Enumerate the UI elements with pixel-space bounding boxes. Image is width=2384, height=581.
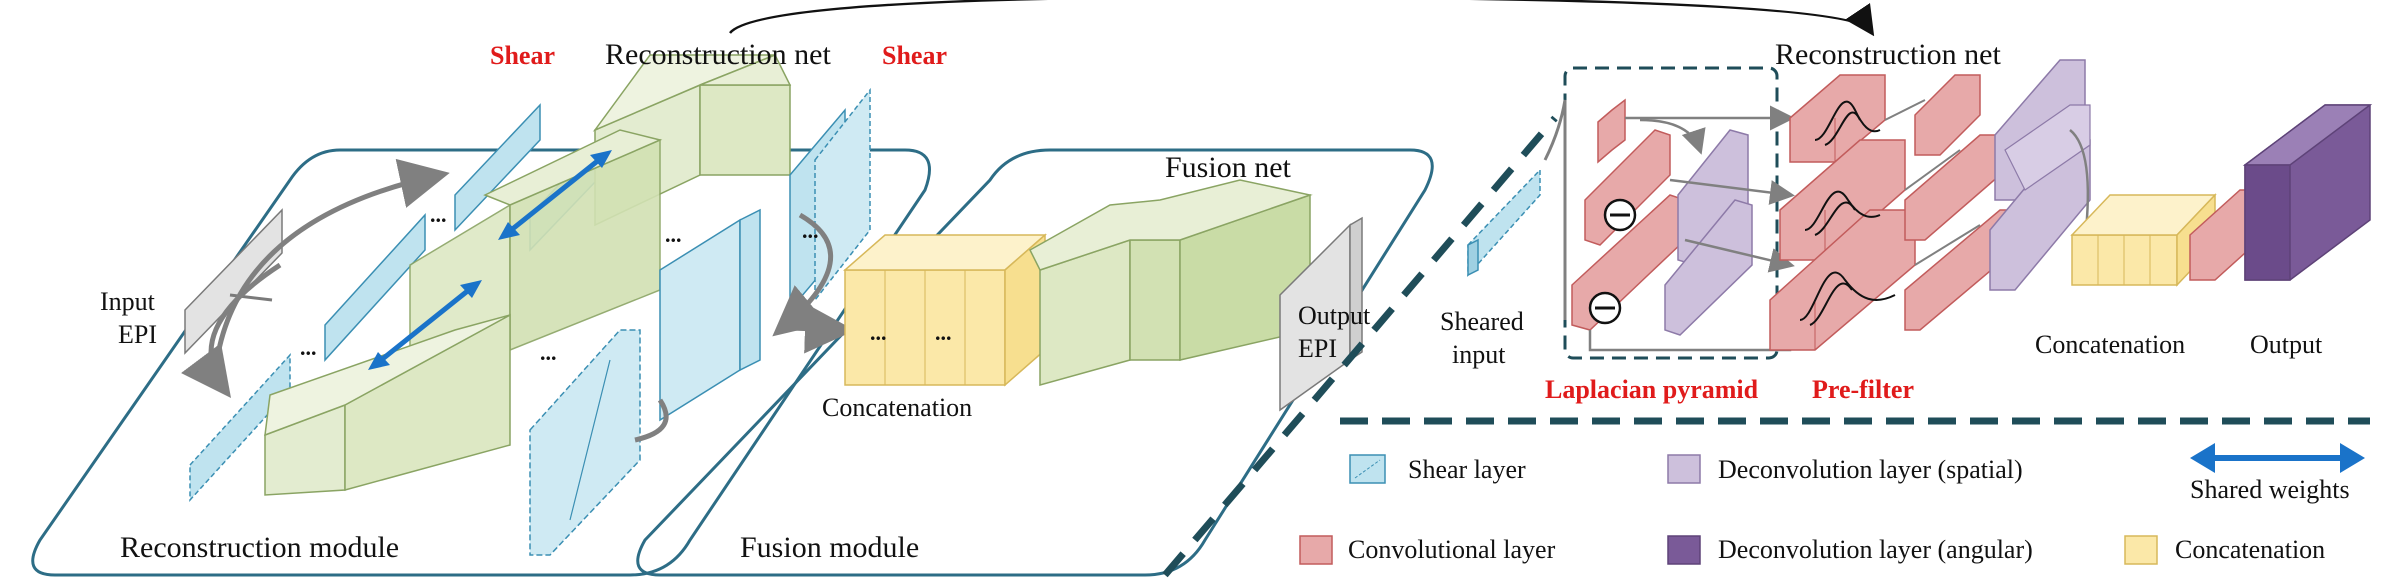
pyramid-conv-1	[1597, 98, 1626, 164]
pyramid-arrow-3	[1669, 178, 1795, 205]
input-branch-line	[1543, 99, 1567, 320]
shear-label-left: Shear	[490, 41, 555, 70]
legend-concatenation: Concatenation	[2124, 535, 2325, 565]
concatenation-label-right: Concatenation	[2035, 330, 2185, 359]
recon-net-middle	[409, 129, 663, 412]
minus-circle-icon	[1603, 198, 1637, 232]
shared-weights-arrowhead-1a	[590, 150, 612, 168]
prefilter-arrow-1	[1884, 99, 1926, 121]
fusion-net-label: Fusion net	[1165, 151, 1292, 184]
diagonal-separator	[1162, 115, 1558, 578]
recon-net-label-right: Reconstruction net	[1775, 38, 2001, 71]
input-epi-label-line2: EPI	[118, 320, 157, 349]
minus-circle-icon	[1588, 291, 1622, 325]
right-deconv-3	[2004, 104, 2091, 191]
legend-conv-layer: Convolutional layer	[1299, 535, 1556, 565]
curve-arrow-down	[181, 262, 282, 399]
input-epi-label-line1: Input	[100, 287, 156, 316]
sheared-input-label-line1: Sheared	[1440, 307, 1524, 336]
right-conv-1	[1914, 74, 1981, 156]
legend-deconv-angular-label: Deconvolution layer (angular)	[1718, 535, 2033, 564]
reconstruction-module-outline	[31, 148, 931, 577]
ellipsis-icon: ...	[935, 320, 952, 345]
signal-curve-icon	[1799, 271, 1896, 326]
legend-shear-layer-label: Shear layer	[1408, 455, 1526, 484]
shear-block-bottom	[529, 329, 641, 556]
legend-deconv-angular: Deconvolution layer (angular)	[1667, 535, 2033, 565]
legend-shared-weights: Shared weights	[2190, 443, 2365, 504]
pyramid-arrow-2	[1639, 118, 1706, 155]
pyramid-deconv-2	[1664, 199, 1753, 336]
curve-arrow-to-concat-top	[772, 212, 834, 337]
ellipsis-icon: ...	[300, 335, 317, 360]
legend-concatenation-label: Concatenation	[2175, 535, 2325, 564]
ellipsis-icon: ...	[540, 340, 557, 365]
output-epi-label-line1: Output	[1298, 301, 1371, 330]
output-block	[2242, 104, 2373, 281]
curve-arrow-to-concat-bottom	[634, 398, 669, 443]
recon-net-bottom	[264, 313, 511, 496]
ellipsis-icon: ...	[870, 320, 887, 345]
legend-conv-layer-label: Convolutional layer	[1348, 535, 1556, 564]
top-arrow	[729, 0, 1875, 37]
pyramid-arrow-4	[1684, 238, 1795, 273]
legend-shared-weights-label: Shared weights	[2190, 475, 2350, 504]
prefilter-arrow-3	[1914, 224, 1981, 266]
legend: Shear layer Deconvolution layer (spatial…	[1299, 443, 2365, 565]
output-epi-block	[1279, 216, 1363, 412]
input-epi-block	[184, 208, 283, 355]
reconstruction-module-label: Reconstruction module	[120, 531, 399, 564]
shear-label-mid: Shear	[882, 41, 947, 70]
signal-curve-icon	[1814, 100, 1881, 146]
shared-weights-arrow-1	[503, 153, 607, 237]
curve-arrow-up	[212, 158, 450, 376]
ellipsis-icon: ...	[430, 202, 447, 227]
shared-weights-arrow-icon	[2190, 443, 2215, 473]
fusion-module-label: Fusion module	[740, 531, 919, 564]
shared-weights-arrowhead-2a	[460, 280, 482, 298]
legend-deconv-spatial-label: Deconvolution layer (spatial)	[1718, 455, 2023, 484]
fusion-net	[1029, 179, 1313, 386]
sheared-input-block	[1467, 168, 1541, 277]
shared-weights-arrow-2	[373, 283, 477, 367]
pre-filter-label: Pre-filter	[1812, 375, 1914, 404]
laplacian-pyramid-label: Laplacian pyramid	[1545, 375, 1759, 404]
arrow-into-concat	[789, 303, 855, 354]
sheared-input-label-line2: input	[1452, 340, 1506, 369]
output-label-right: Output	[2250, 330, 2323, 359]
concatenation-right	[2070, 193, 2217, 287]
shared-weights-arrowhead-1b	[498, 222, 520, 240]
signal-curve-icon	[1804, 190, 1881, 236]
fusion-module-outline	[636, 148, 1434, 577]
prefilter-arrow-2	[1904, 149, 1961, 191]
shear-block-middle	[659, 208, 761, 422]
legend-deconv-spatial: Deconvolution layer (spatial)	[1667, 454, 2023, 484]
recon-net-label-left: Reconstruction net	[605, 38, 831, 71]
output-epi-label-line2: EPI	[1298, 334, 1337, 363]
ellipsis-icon: ...	[665, 222, 682, 247]
legend-shear-layer: Shear layer	[1349, 454, 1526, 484]
concatenation-left	[843, 233, 1047, 387]
concatenation-label-left: Concatenation	[822, 393, 972, 422]
ellipsis-icon: ...	[802, 218, 819, 243]
shared-weights-arrowhead-2b	[368, 352, 390, 370]
